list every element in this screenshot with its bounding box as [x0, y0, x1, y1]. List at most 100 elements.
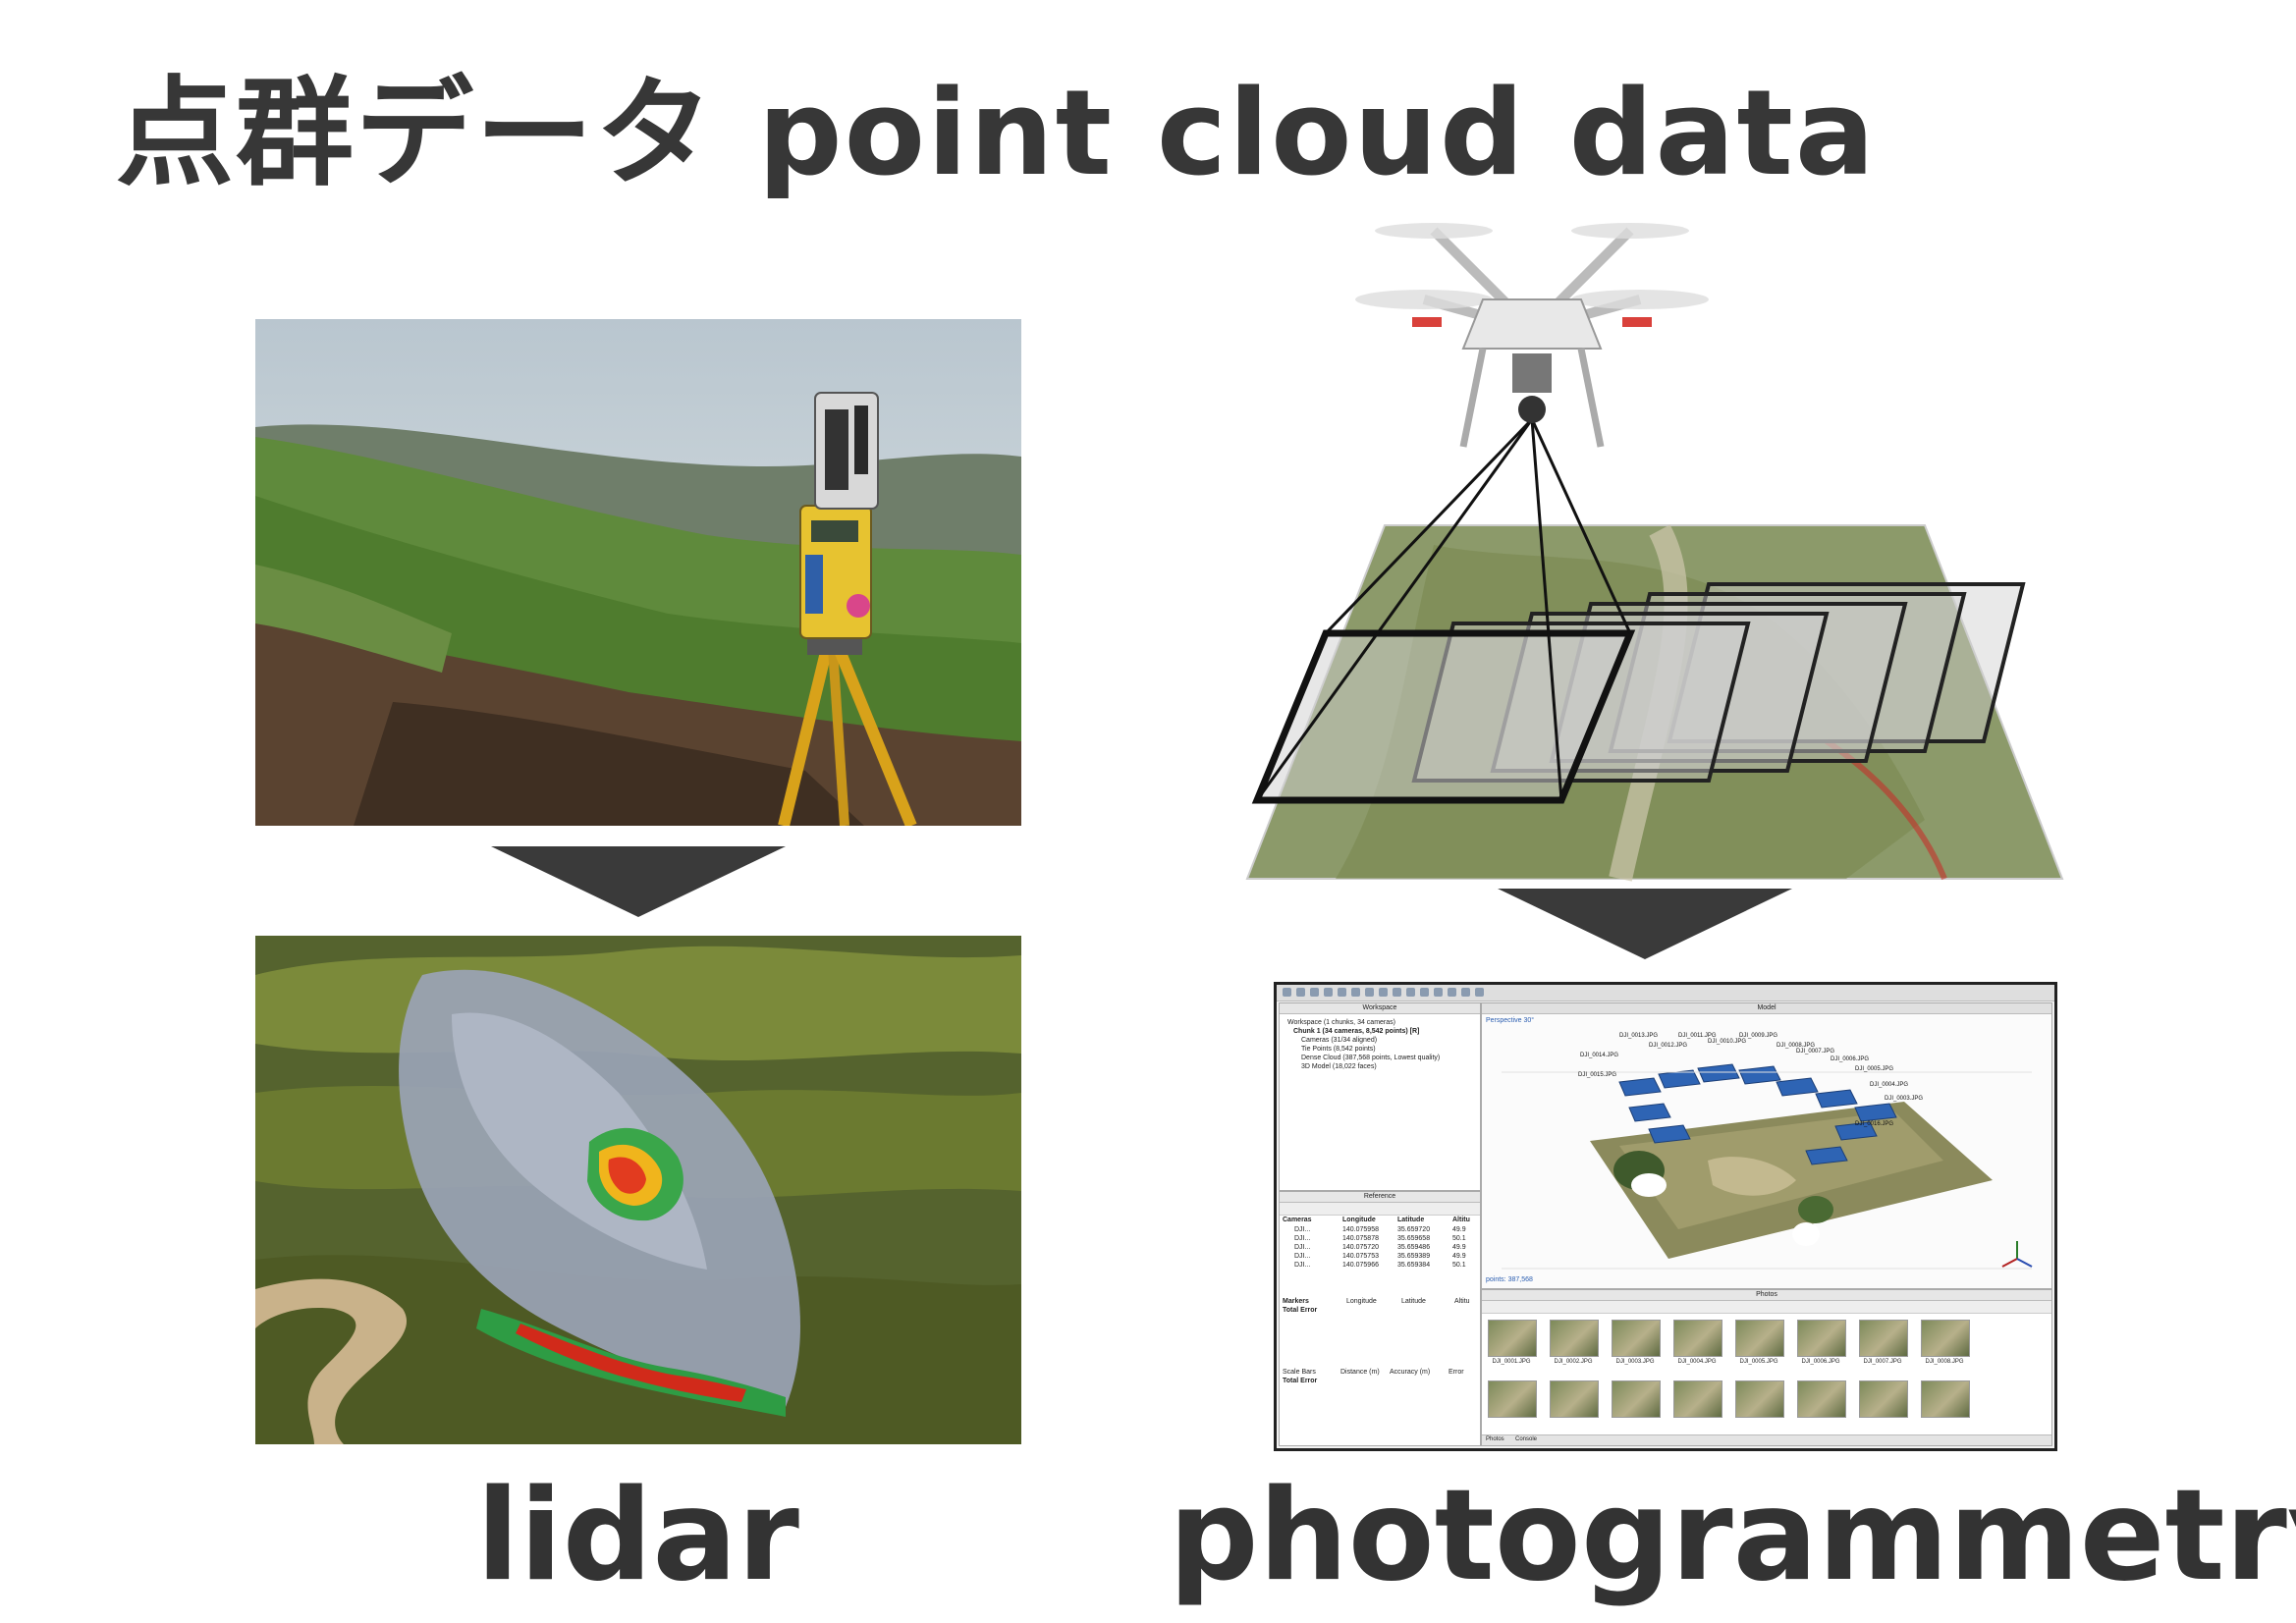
reference-cell: 35.659720 — [1397, 1226, 1431, 1233]
reference-column-header: Altitu — [1452, 1217, 1470, 1223]
markers-column-header: Altitu — [1454, 1298, 1470, 1305]
photo-thumbnail[interactable] — [1735, 1320, 1784, 1357]
camera-label[interactable]: DJI_0006.JPG — [1831, 1056, 1870, 1062]
page-title: 点群データ point cloud data — [116, 66, 1877, 202]
reference-cell: 50.1 — [1452, 1262, 1466, 1269]
camera-label[interactable]: DJI_0007.JPG — [1796, 1049, 1835, 1055]
reference-row-camera[interactable]: DJI... — [1294, 1244, 1311, 1251]
settings-icon[interactable] — [1475, 988, 1484, 997]
reference-cell: 140.075958 — [1342, 1226, 1379, 1233]
delete-icon[interactable] — [1406, 988, 1415, 997]
reference-cell: 35.659389 — [1397, 1253, 1431, 1260]
reference-row-camera[interactable]: DJI... — [1294, 1226, 1311, 1233]
camera-label[interactable]: DJI_0009.JPG — [1739, 1033, 1778, 1039]
scale-column-header: Scale Bars — [1283, 1369, 1316, 1376]
photo-thumbnail[interactable] — [1797, 1320, 1846, 1357]
photo-thumbnail[interactable] — [1797, 1380, 1846, 1418]
camera-label[interactable]: DJI_0013.JPG — [1619, 1033, 1659, 1039]
tree-item[interactable]: Chunk 1 (34 cameras, 8,542 points) [R] — [1293, 1028, 1420, 1035]
texture-view-icon[interactable] — [1448, 988, 1456, 997]
tree-item[interactable]: Tie Points (8,542 points) — [1301, 1046, 1376, 1053]
move-icon[interactable] — [1351, 988, 1360, 997]
reference-column-header: Cameras — [1283, 1217, 1312, 1223]
camera-label[interactable]: DJI_0003.JPG — [1885, 1096, 1924, 1102]
redo-icon[interactable] — [1324, 988, 1333, 997]
camera-label[interactable]: DJI_0011.JPG — [1678, 1033, 1717, 1039]
photos-header: Photos — [1482, 1290, 2051, 1301]
photo-thumbnail[interactable] — [1488, 1320, 1537, 1357]
photo-thumbnail[interactable] — [1673, 1320, 1722, 1357]
lidar-label: lidar — [476, 1463, 799, 1609]
model-tab[interactable]: Model — [1482, 1003, 2051, 1014]
reference-row-camera[interactable]: DJI... — [1294, 1235, 1311, 1242]
rotate-icon[interactable] — [1365, 988, 1374, 997]
scale-column-header: Accuracy (m) — [1390, 1369, 1431, 1376]
scale-total-error-label: Total Error — [1283, 1378, 1318, 1384]
photogrammetry-arrow-icon — [1498, 889, 1792, 959]
camera-label[interactable]: DJI_0008.JPG — [1777, 1043, 1816, 1049]
reference-row-camera[interactable]: DJI... — [1294, 1253, 1311, 1260]
toolbar — [1277, 985, 2054, 1001]
photo-thumbnail[interactable] — [1921, 1380, 1970, 1418]
reference-toolbar — [1280, 1203, 1480, 1216]
photo-thumbnail[interactable] — [1550, 1380, 1599, 1418]
cameras-toggle-icon[interactable] — [1461, 988, 1470, 997]
workspace-panel: Workspace Workspace (1 chunks, 34 camera… — [1279, 1002, 1481, 1191]
model-scene — [1502, 1063, 2033, 1270]
zoom-icon[interactable] — [1379, 988, 1388, 997]
photo-thumbnail-label: DJI_0004.JPG — [1677, 1359, 1717, 1365]
photo-thumbnail[interactable] — [1859, 1380, 1908, 1418]
tree-item[interactable]: Cameras (31/34 aligned) — [1301, 1037, 1378, 1044]
crop-icon[interactable] — [1393, 988, 1401, 997]
tree-item[interactable]: Workspace (1 chunks, 34 cameras) — [1287, 1019, 1395, 1026]
lidar-arrow-icon — [491, 846, 786, 917]
photo-thumbnail-label: DJI_0007.JPG — [1863, 1359, 1902, 1365]
reference-cell: 140.075878 — [1342, 1235, 1379, 1242]
undo-icon[interactable] — [1310, 988, 1319, 997]
photos-toolbar — [1482, 1301, 2051, 1314]
tab-photos[interactable]: Photos — [1486, 1436, 1504, 1442]
reference-column-header: Longitude — [1342, 1217, 1376, 1223]
photo-thumbnail[interactable] — [1488, 1380, 1537, 1418]
camera-label[interactable]: DJI_0004.JPG — [1870, 1082, 1909, 1088]
photo-thumbnail[interactable] — [1612, 1380, 1661, 1418]
perspective-label: Perspective 30° — [1486, 1017, 1535, 1024]
reference-cell: 35.659486 — [1397, 1244, 1431, 1251]
tree-item[interactable]: 3D Model (18,022 faces) — [1301, 1063, 1377, 1070]
tab-console[interactable]: Console — [1515, 1436, 1538, 1442]
photo-thumbnail[interactable] — [1550, 1320, 1599, 1357]
select-icon[interactable] — [1338, 988, 1346, 997]
reference-cell: 50.1 — [1452, 1235, 1466, 1242]
photo-thumbnail[interactable] — [1921, 1320, 1970, 1357]
camera-label[interactable]: DJI_0016.JPG — [1855, 1121, 1894, 1127]
reference-cell: 140.075753 — [1342, 1253, 1379, 1260]
reference-cell: 49.9 — [1452, 1244, 1466, 1251]
open-icon[interactable] — [1283, 988, 1291, 997]
camera-label[interactable]: DJI_0005.JPG — [1855, 1066, 1894, 1072]
camera-label[interactable]: DJI_0014.JPG — [1580, 1053, 1619, 1058]
save-icon[interactable] — [1296, 988, 1305, 997]
tree-item[interactable]: Dense Cloud (387,568 points, Lowest qual… — [1301, 1055, 1441, 1061]
photo-thumbnail[interactable] — [1612, 1320, 1661, 1357]
photogrammetry-label: photogrammetry — [1169, 1463, 2296, 1609]
photo-thumbnail[interactable] — [1673, 1380, 1722, 1418]
reference-cell: 49.9 — [1452, 1226, 1466, 1233]
reference-column-header: Latitude — [1397, 1217, 1425, 1223]
reference-cell: 35.659384 — [1397, 1262, 1431, 1269]
reference-row-camera[interactable]: DJI... — [1294, 1262, 1311, 1269]
camera-label[interactable]: DJI_0010.JPG — [1708, 1039, 1747, 1045]
reference-cell: 140.075966 — [1342, 1262, 1379, 1269]
photo-thumbnail[interactable] — [1735, 1380, 1784, 1418]
reference-cell: 35.659658 — [1397, 1235, 1431, 1242]
photo-thumbnail-label: DJI_0005.JPG — [1739, 1359, 1778, 1365]
model-view[interactable]: Model Perspective 30° — [1481, 1002, 2052, 1289]
photo-thumbnail[interactable] — [1859, 1320, 1908, 1357]
mesh-view-icon[interactable] — [1434, 988, 1443, 997]
camera-label[interactable]: DJI_0012.JPG — [1649, 1043, 1688, 1049]
photo-thumbnail-label: DJI_0003.JPG — [1615, 1359, 1655, 1365]
points-status: points: 387,568 — [1486, 1276, 1533, 1283]
markers-column-header: Latitude — [1401, 1298, 1426, 1305]
camera-label[interactable]: DJI_0015.JPG — [1578, 1072, 1617, 1078]
points-view-icon[interactable] — [1420, 988, 1429, 997]
photo-thumbnail-label: DJI_0002.JPG — [1554, 1359, 1593, 1365]
